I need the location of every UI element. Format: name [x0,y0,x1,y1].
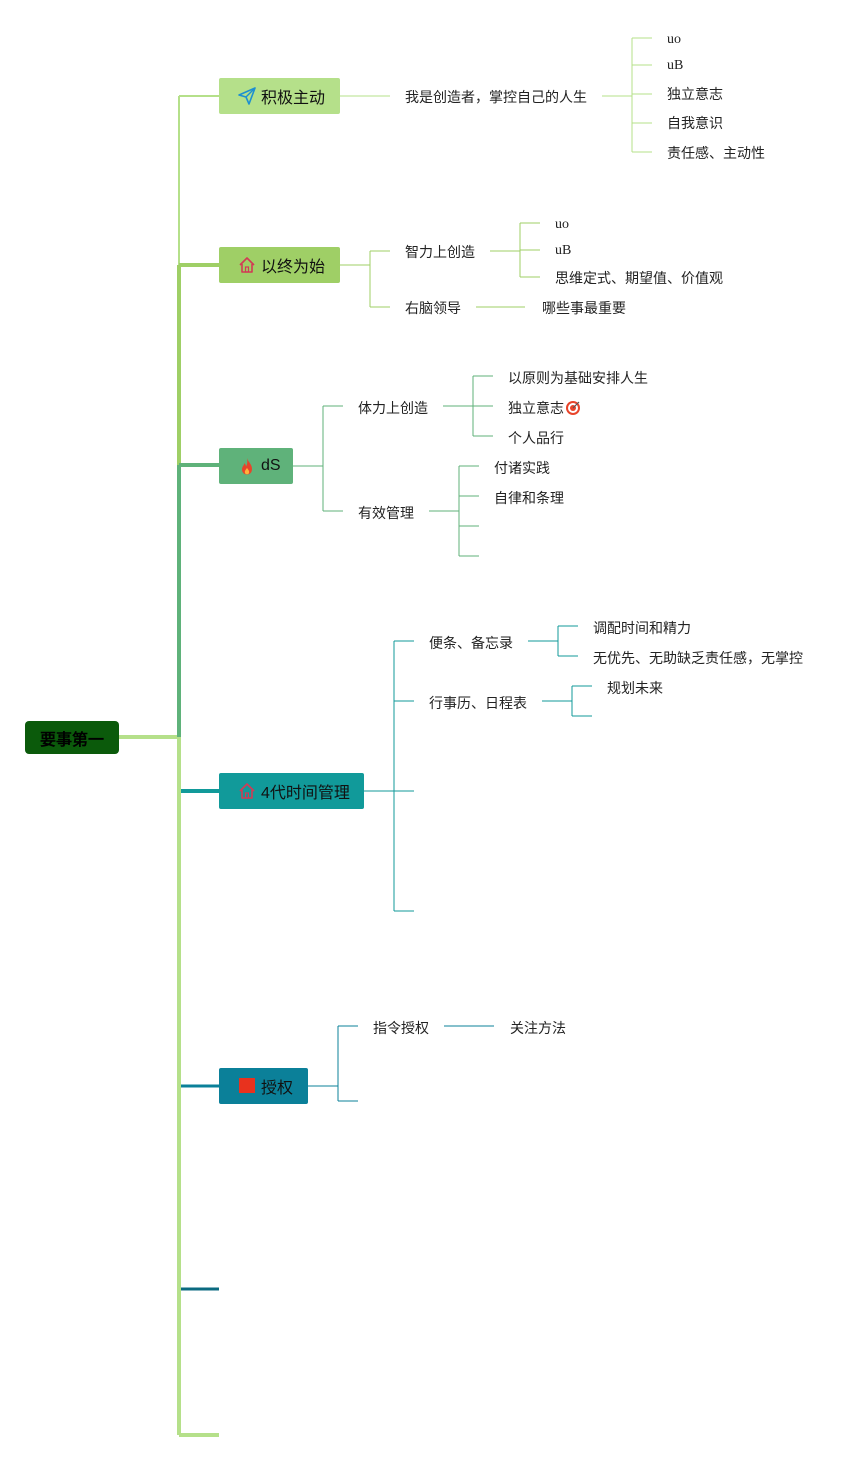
leaf-practice[interactable]: 付诸实践 [494,460,550,476]
subtopic-creator[interactable]: 我是创造者，掌控自己的人生 [405,89,587,105]
leaf-principles[interactable]: 以原则为基础安排人生 [508,370,648,386]
leaf-discipline[interactable]: 自律和条理 [494,490,564,506]
leaf-independent-will[interactable]: 独立意志 [508,399,581,420]
topic-time-management[interactable]: 4代时间管理 [219,773,364,809]
leaf-uo[interactable]: uo [555,217,569,232]
subtopic-right-brain[interactable]: 右脑领导 [405,300,461,316]
leaf-focus-method[interactable]: 关注方法 [510,1020,566,1036]
subtopic-effective-management[interactable]: 有效管理 [358,505,414,521]
leaf-responsibility[interactable]: 责任感、主动性 [667,145,765,161]
subtopic-notes[interactable]: 便条、备忘录 [429,635,513,651]
home-icon [237,255,257,275]
subtopic-mental-creation[interactable]: 智力上创造 [405,244,475,260]
topic-proactive[interactable]: 积极主动 [219,78,340,114]
subtopic-physical-creation[interactable]: 体力上创造 [358,400,428,416]
topic-ds[interactable]: dS [219,448,293,484]
leaf-ub[interactable]: uB [667,58,684,73]
fire-icon [237,456,257,476]
topic-label: 以终为始 [261,259,326,276]
leaf-ub[interactable]: uB [555,243,572,258]
leaf-plan-future[interactable]: 规划未来 [607,680,663,696]
paper-plane-icon [237,86,257,106]
topic-label: 积极主动 [261,90,326,107]
subtopic-instruction-delegation[interactable]: 指令授权 [373,1020,429,1036]
leaf-self-awareness[interactable]: 自我意识 [667,115,723,131]
topic-label: 授权 [261,1080,294,1097]
red-flag-icon [237,1076,257,1096]
leaf-character[interactable]: 个人品行 [508,430,564,446]
topic-begin-with-end[interactable]: 以终为始 [219,247,340,283]
target-icon [565,400,581,420]
root-label: 要事第一 [39,731,104,749]
topic-delegate[interactable]: 授权 [219,1068,308,1104]
leaf-independent-will[interactable]: 独立意志 [667,86,723,102]
subtopic-calendar[interactable]: 行事历、日程表 [429,695,527,711]
home-icon [237,781,257,801]
leaf-no-priority[interactable]: 无优先、无助缺乏责任感，无掌控 [593,650,803,666]
topic-label: 4代时间管理 [261,785,350,802]
leaf-what-matters[interactable]: 哪些事最重要 [542,300,626,316]
leaf-mindset[interactable]: 思维定式、期望值、价值观 [555,270,723,286]
root-topic[interactable]: 要事第一 [25,721,119,754]
topic-label: dS [261,457,281,474]
leaf-allocate-time[interactable]: 调配时间和精力 [593,620,691,636]
leaf-uo[interactable]: uo [667,32,681,47]
